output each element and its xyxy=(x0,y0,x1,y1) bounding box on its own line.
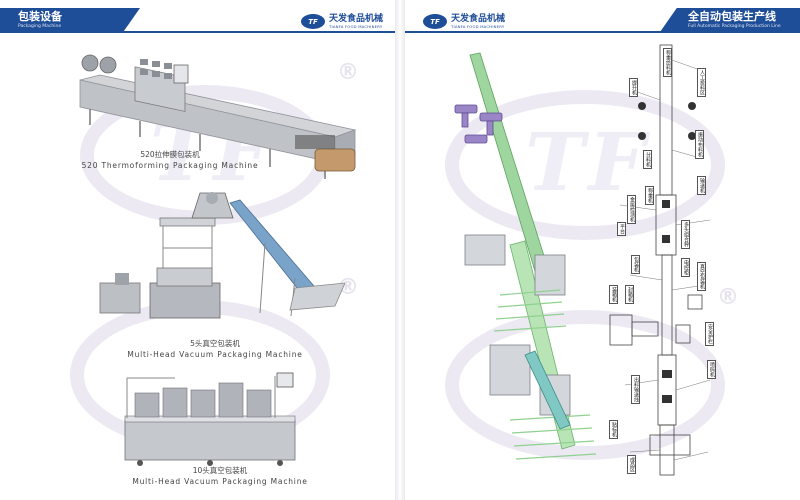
page-subtitle: Full Automatic Packaging Production Line xyxy=(688,24,781,29)
diagram-label: 出料输送线 xyxy=(631,375,640,404)
watermark-text: TF xyxy=(525,115,650,209)
diagram-label: 封箱机 xyxy=(625,285,634,304)
page-title: 包装设备 xyxy=(18,10,62,23)
diagram-label: 贴标机 xyxy=(609,420,618,439)
page-header-tab: 全自动包装生产线 Full Automatic Packaging Produc… xyxy=(660,8,800,32)
diagram-label: 安全护栏 xyxy=(705,322,714,346)
book-gutter xyxy=(395,0,405,500)
logo-name-en: TIANFA FOOD MACHINERY xyxy=(328,24,383,29)
diagram-label: 分料机 xyxy=(643,150,652,169)
watermark-registered-lower: ® xyxy=(337,275,359,300)
diagram-label: 提升机 xyxy=(629,78,638,97)
right-page: TF ® TF 天发食品机械 TIANFA FOOD MACHINERY 全自动… xyxy=(405,0,800,500)
machine-caption-3: 10头真空包装机 Multi-Head Vacuum Packaging Mac… xyxy=(120,466,320,487)
header-rule xyxy=(0,31,395,33)
watermark-registered: ® xyxy=(337,60,359,85)
header-rule xyxy=(405,31,800,33)
caption-en: Multi-Head Vacuum Packaging Machine xyxy=(132,477,308,486)
diagram-label: 喷码机 xyxy=(707,360,716,379)
diagram-label: 振动布料机 xyxy=(695,130,704,159)
diagram-label: 多头组合秤 xyxy=(681,220,690,249)
diagram-label: 成品区 xyxy=(627,455,636,474)
company-logo: TF 天发食品机械 TIANFA FOOD MACHINERY xyxy=(423,14,505,29)
diagram-label: 输送机 xyxy=(697,176,706,195)
logo-name-cn: 天发食品机械 xyxy=(328,14,383,24)
diagram-label: 人工投料区 xyxy=(697,68,706,97)
diagram-label: 真空包装机 xyxy=(697,262,706,291)
watermark-registered: ® xyxy=(717,285,739,310)
caption-cn: 520拉伸膜包装机 xyxy=(140,150,200,159)
machine-caption-1: 520拉伸膜包装机 520 Thermoforming Packaging Ma… xyxy=(70,150,270,171)
left-page: TF ® ® 包装设备 Packaging Machine TF 天发食品机械 … xyxy=(0,0,395,500)
logo-mark: TF xyxy=(300,14,325,29)
caption-en: Multi-Head Vacuum Packaging Machine xyxy=(127,350,303,359)
diagram-label: 称重给料机 xyxy=(663,48,672,77)
production-line-layout-plan xyxy=(609,44,711,476)
ten-head-vacuum-machine-image xyxy=(124,372,296,466)
page-header-tab: 包装设备 Packaging Machine xyxy=(0,8,140,32)
logo-name-en: TIANFA FOOD MACHINERY xyxy=(451,24,505,29)
production-line-3d-image xyxy=(454,52,597,460)
thermoforming-machine-image xyxy=(79,54,357,179)
diagram-label: 称重机 xyxy=(645,186,654,205)
diagram-label: 装箱机 xyxy=(609,285,618,304)
diagram-label: 电控柜 xyxy=(681,258,690,277)
five-head-vacuum-machine-image xyxy=(99,192,345,319)
caption-cn: 5头真空包装机 xyxy=(190,339,240,348)
diagram-label: 包装机 xyxy=(631,255,640,274)
page-title: 全自动包装生产线 xyxy=(688,10,776,23)
company-logo: TF 天发食品机械 TIANFA FOOD MACHINERY xyxy=(300,14,383,29)
logo-name-cn: 天发食品机械 xyxy=(451,14,506,24)
caption-cn: 10头真空包装机 xyxy=(192,466,248,475)
caption-en: 520 Thermoforming Packaging Machine xyxy=(81,161,259,170)
diagram-label: 金属检测机 xyxy=(627,195,636,224)
logo-mark: TF xyxy=(423,14,447,29)
page-subtitle: Packaging Machine xyxy=(18,24,62,29)
diagram-label: 平台 xyxy=(617,222,626,236)
machine-caption-2: 5头真空包装机 Multi-Head Vacuum Packaging Mach… xyxy=(115,339,315,360)
